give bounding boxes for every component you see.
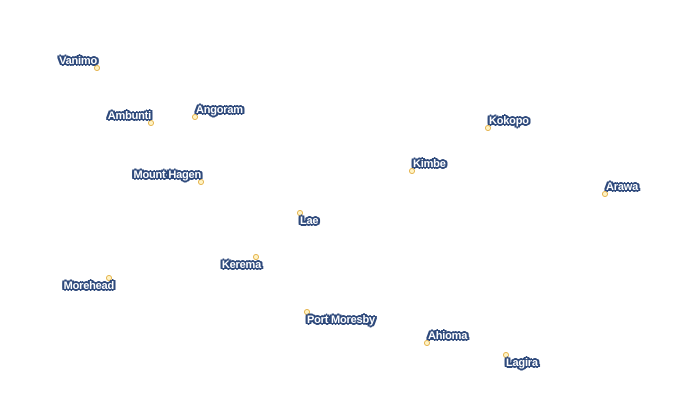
city-label: Arawa (606, 181, 639, 193)
city-label: Kokopo (489, 115, 529, 127)
city-label: Lagira (506, 357, 538, 369)
city-marker[interactable] (94, 65, 100, 71)
city-label: Vanimo (59, 55, 97, 67)
city-label: Ambunti (107, 110, 151, 122)
city-label: Morehead (63, 280, 115, 292)
city-marker[interactable] (106, 275, 112, 281)
city-label: Mount Hagen (133, 169, 202, 181)
city-label: Lae (300, 215, 319, 227)
city-label: Kerema (221, 259, 261, 271)
city-marker[interactable] (424, 340, 430, 346)
city-label: Kimbe (413, 158, 446, 170)
city-marker[interactable] (253, 254, 259, 260)
city-marker[interactable] (409, 168, 415, 174)
city-label: Angoram (196, 104, 243, 116)
city-marker[interactable] (198, 179, 204, 185)
city-marker[interactable] (503, 352, 509, 358)
city-marker[interactable] (485, 125, 491, 131)
city-marker[interactable] (602, 191, 608, 197)
city-label: Ahioma (428, 330, 468, 342)
city-label: Port Moresby (307, 314, 375, 326)
city-marker[interactable] (304, 309, 310, 315)
city-marker[interactable] (148, 120, 154, 126)
city-marker[interactable] (297, 210, 303, 216)
city-marker[interactable] (192, 114, 198, 120)
